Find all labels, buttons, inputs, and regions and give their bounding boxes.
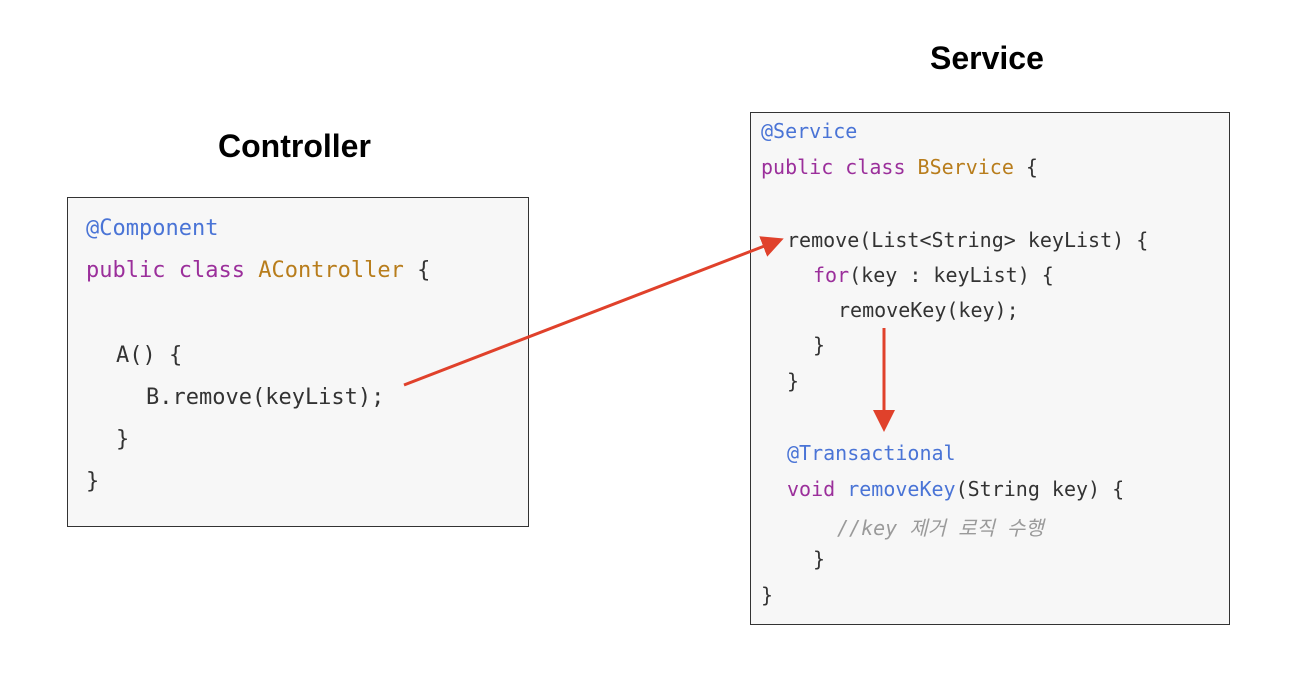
void-keyword: void <box>787 477 836 501</box>
service-code-box: @Service public class BService { remove(… <box>750 112 1230 625</box>
removekey-params: (String key) { <box>955 477 1125 501</box>
remove-method-close: } <box>787 369 800 393</box>
transactional-annotation: @Transactional <box>787 441 956 465</box>
service-class-close: } <box>761 583 774 607</box>
removekey-method-name: removeKey <box>847 477 956 501</box>
remove-key-call: removeKey(key); <box>838 298 1019 322</box>
controller-class-close: } <box>86 469 100 494</box>
open-brace: { <box>1025 155 1038 179</box>
service-class-declaration: public class BService { <box>761 155 1038 179</box>
class-keyword: public class <box>86 258 245 283</box>
for-loop-header: for(key : keyList) { <box>813 263 1054 287</box>
controller-to-service-arrow <box>403 236 784 387</box>
controller-title: Controller <box>218 128 371 164</box>
method-a-signature: A() { <box>116 343 183 368</box>
removekey-method-close: } <box>813 547 826 571</box>
service-class-name: BService <box>917 155 1014 179</box>
method-a-close: } <box>116 427 130 452</box>
open-brace: { <box>417 258 431 283</box>
remove-method-signature: remove(List<String> keyList) { <box>787 228 1149 252</box>
for-loop-close: } <box>813 333 826 357</box>
class-keyword: public class <box>761 155 906 179</box>
controller-class-name: AController <box>258 258 404 283</box>
controller-class-declaration: public class AController { <box>86 258 430 283</box>
remove-call: B.remove(keyList); <box>146 385 385 410</box>
service-annotation: @Service <box>761 119 858 143</box>
for-loop-args: (key : keyList) { <box>849 263 1054 287</box>
component-annotation: @Component <box>86 216 219 241</box>
removal-logic-comment: //key 제거 로직 수행 <box>837 516 1044 540</box>
service-title: Service <box>930 40 1044 76</box>
removekey-method-signature: void removeKey(String key) { <box>787 477 1124 501</box>
controller-code-box: @Component public class AController { A(… <box>67 197 529 527</box>
for-keyword: for <box>813 263 850 287</box>
